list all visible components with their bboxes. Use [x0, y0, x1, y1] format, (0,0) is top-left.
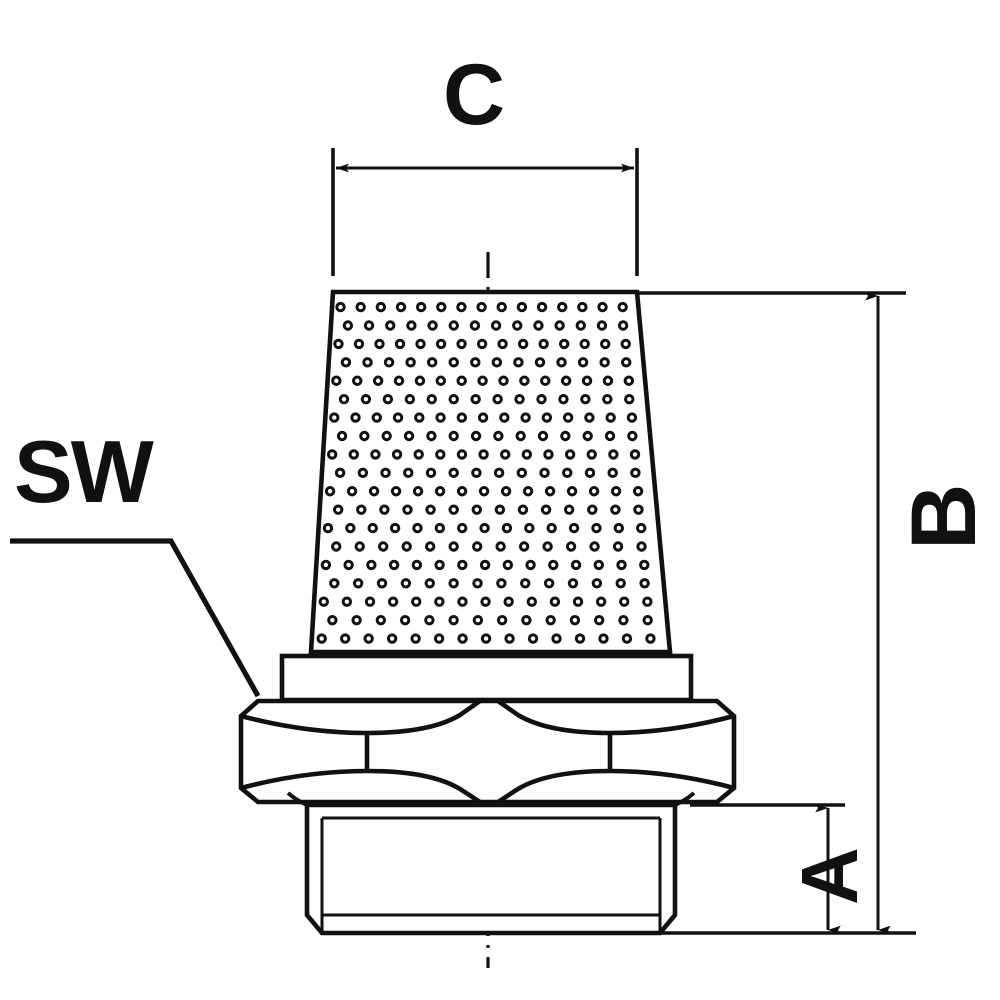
- perforated-cone: [308, 289, 673, 655]
- perforation-hole-grid: [316, 301, 656, 644]
- threaded-shank: [286, 791, 696, 936]
- dimension-B: [637, 291, 916, 935]
- dimension-label-A: A: [785, 847, 874, 905]
- collar-flange: [279, 653, 694, 703]
- dimension-C: [331, 148, 639, 276]
- dimension-label-B: B: [893, 483, 995, 550]
- dimension-A: [690, 803, 845, 935]
- leader-line-sw: [10, 538, 261, 698]
- dimension-label-C: C: [443, 47, 505, 143]
- dimension-label-sw: SW: [14, 422, 154, 521]
- hexagon-nut: [238, 698, 737, 805]
